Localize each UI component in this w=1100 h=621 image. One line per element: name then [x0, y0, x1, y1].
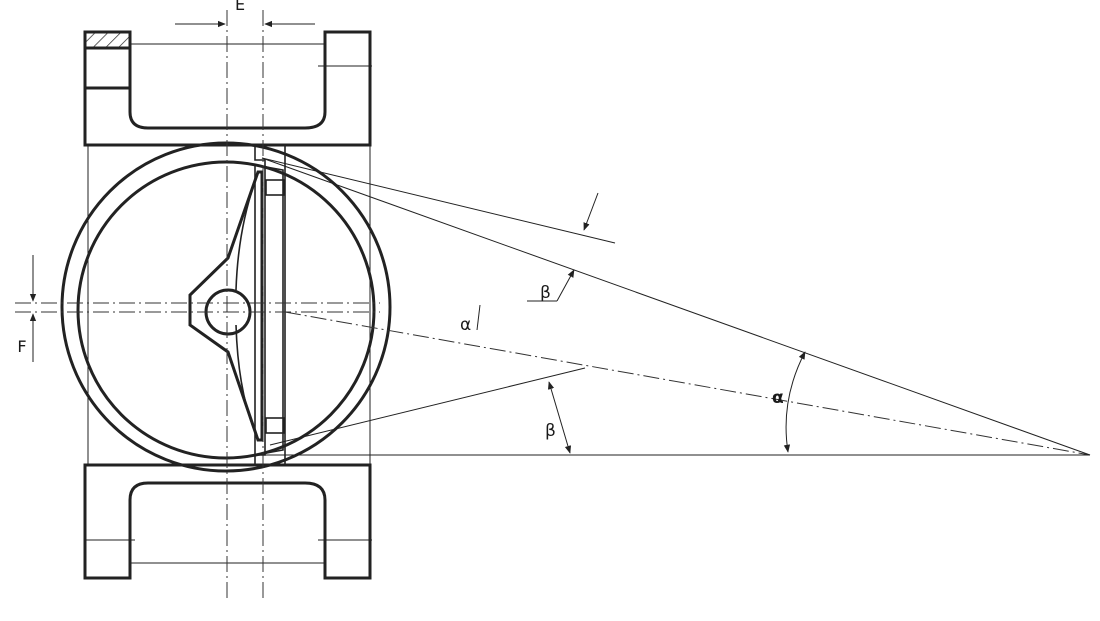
- seat-ring: [254, 144, 286, 466]
- annotation-leaders: [476, 192, 806, 454]
- valve-body: [60, 141, 392, 473]
- label-alpha-arc: α: [772, 388, 784, 408]
- dimension-e: E: [175, 0, 315, 28]
- center-lines: [15, 10, 1091, 600]
- label-f: F: [17, 337, 26, 356]
- top-flange: [83, 30, 372, 147]
- bottom-flange: [83, 463, 372, 580]
- label-alpha-upper: α: [460, 315, 471, 335]
- dimension-f: F: [17, 255, 37, 362]
- label-beta-lower: β: [545, 421, 556, 441]
- label-beta-upper: β: [540, 283, 551, 303]
- label-e: E: [235, 0, 245, 14]
- angle-lines: [261, 157, 1091, 456]
- valve-disc: [188, 170, 264, 442]
